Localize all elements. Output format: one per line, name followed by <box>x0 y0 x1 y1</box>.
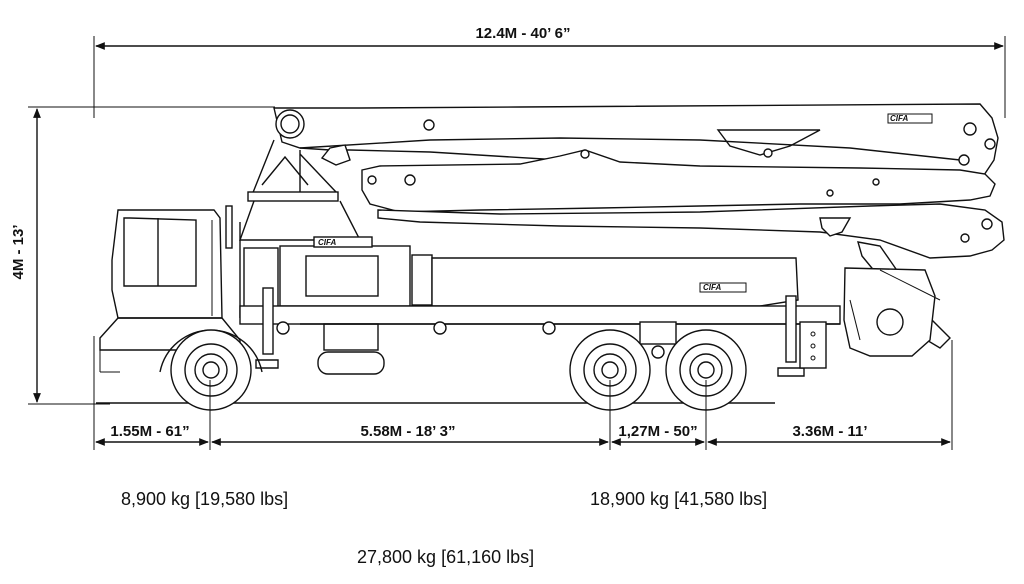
truck: CIFA CIFA <box>99 205 841 377</box>
front-overhang-label: 1.55M - 61” <box>110 423 189 440</box>
front-wheel <box>159 329 263 411</box>
boom: CIFA <box>239 103 1005 357</box>
svg-text:CIFA: CIFA <box>703 283 721 292</box>
height-dimension: 4M - 13’ <box>10 106 275 405</box>
rear-overhang-label: 3.36M - 11’ <box>792 423 867 440</box>
overall-length-label: 12.4M - 40’ 6” <box>475 25 570 42</box>
bottom-dimensions: 1.55M - 61” 5.58M - 18’ 3” 1,27M - 50” 3… <box>93 336 953 450</box>
svg-text:CIFA: CIFA <box>890 114 908 123</box>
height-label: 4M - 13’ <box>10 224 27 279</box>
rear-wheel-1 <box>569 329 651 411</box>
wheelbase-label: 5.58M - 18’ 3” <box>360 423 455 440</box>
front-axle-weight: 8,900 kg [19,580 lbs] <box>121 489 289 509</box>
svg-text:CIFA: CIFA <box>318 238 336 247</box>
total-weight: 27,800 kg [61,160 lbs] <box>357 547 535 567</box>
rear-axles-weight: 18,900 kg [41,580 lbs] <box>590 489 768 509</box>
overall-length-dimension: 12.4M - 40’ 6” <box>93 25 1006 118</box>
tandem-spacing-label: 1,27M - 50” <box>618 423 697 440</box>
